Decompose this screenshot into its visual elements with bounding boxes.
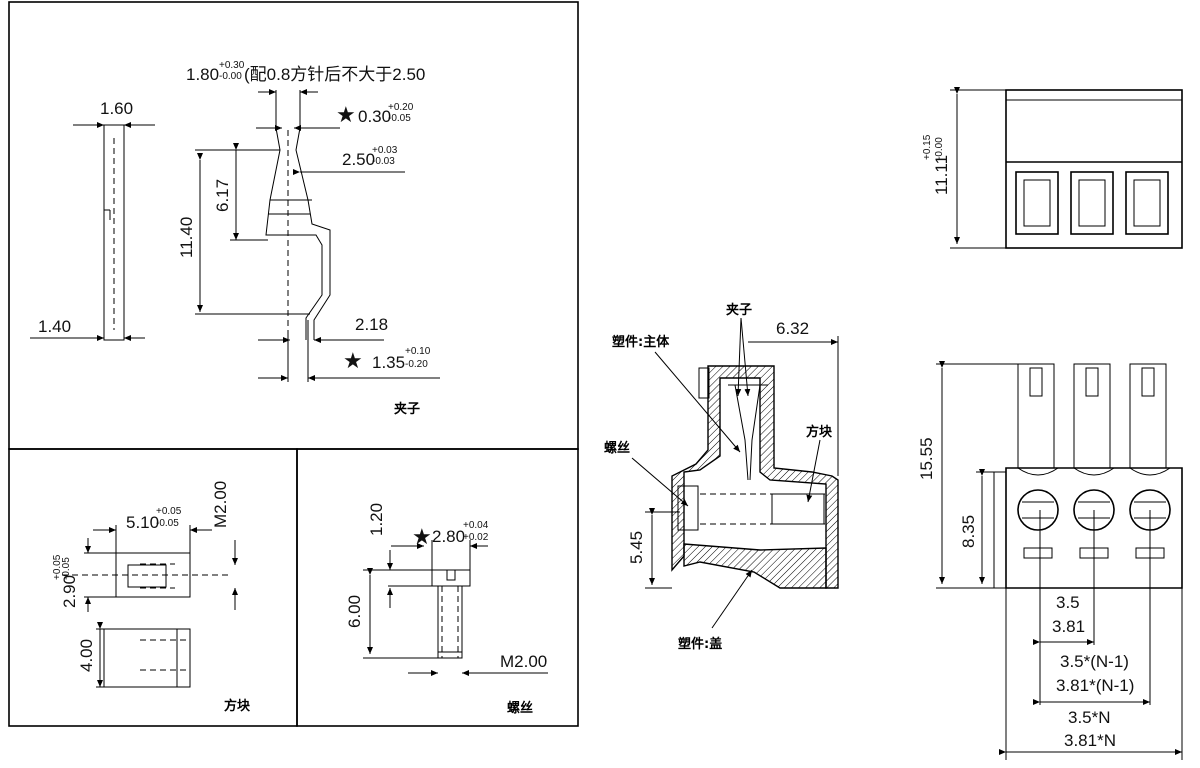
- clip-dim-thickness: 0.30: [358, 107, 391, 126]
- clip-title: 夹子: [394, 401, 420, 417]
- clip-dim-135-tol-dn: -0.20: [405, 359, 428, 370]
- clip-dim-top-tol-dn: -0.00: [219, 71, 242, 82]
- clip-side-view: [103, 124, 125, 341]
- block-dim-w-tol-dn: -0.05: [156, 518, 179, 529]
- front-view-drawing: [936, 361, 1183, 760]
- panel-frames: [8, 1, 579, 727]
- block-dim-thread: M2.00: [211, 481, 230, 528]
- section-cover: [683, 543, 827, 589]
- top-view-drawing: [950, 87, 1183, 249]
- section-dim-height: 5.45: [627, 531, 646, 564]
- clip-dim-135-tol-up: +0.10: [405, 346, 431, 357]
- block-dim-w-tol-up: +0.05: [156, 506, 182, 517]
- front-pitch-1: 3.5: [1056, 593, 1080, 612]
- clip-dim-top-note: (配0.8方针后不大于2.50: [244, 65, 425, 84]
- block-dim-h: 2.90: [60, 575, 79, 608]
- section-block: [771, 493, 825, 525]
- screw-dim-len: 6.00: [345, 595, 364, 628]
- front-pin-1: [1017, 363, 1055, 469]
- block-dim-h-tol-dn: -0.05: [61, 557, 72, 580]
- section-label-clip: 夹子: [726, 302, 752, 318]
- clip-dim-mid: 6.17: [213, 179, 232, 212]
- clip-profile: [265, 127, 331, 340]
- clip-dim-135: 1.35: [372, 353, 405, 372]
- clip-dim-top-tol-up: +0.30: [219, 60, 245, 71]
- clip-dim-width-tol-dn: -0.03: [372, 156, 395, 167]
- screw-panel-frame: [296, 448, 579, 727]
- screw-dim-head: 1.20: [367, 503, 386, 536]
- front-pin-2: [1073, 363, 1111, 469]
- screw-dim-dia-tol-up: +0.04: [463, 520, 489, 531]
- block-side-view: [103, 628, 191, 688]
- section-label-body: 塑件:主体: [612, 334, 670, 350]
- top-dim-h-tol-dn: -0.00: [934, 137, 945, 160]
- block-dim-w: 5.10: [126, 513, 159, 532]
- clip-dim-side-bottom: 1.40: [38, 317, 71, 336]
- block-title: 方块: [224, 698, 251, 714]
- top-view-slots: [1015, 171, 1169, 235]
- screw-dim-thread: M2.00: [500, 652, 547, 671]
- screw-star: ★: [412, 524, 432, 549]
- front-pitch-n1-a: 3.5*(N-1): [1060, 652, 1129, 671]
- screw-title: 螺丝: [507, 700, 533, 716]
- screw-dim-dia-tol-dn: +0.02: [463, 532, 489, 543]
- screw-drawing: [363, 540, 548, 676]
- block-dim-depth: 4.00: [77, 639, 96, 672]
- front-pitch-n-b: 3.81*N: [1064, 731, 1116, 750]
- clip-dim-thickness-tol-up: +0.20: [388, 102, 414, 113]
- block-drawing: [62, 525, 238, 688]
- clip-drawing: [30, 89, 440, 382]
- clip-dim-218: 2.18: [355, 315, 388, 334]
- section-clip: [734, 384, 761, 481]
- screw-dim-dia: 2.80: [432, 527, 465, 546]
- top-dim-h: 11.11: [932, 155, 951, 195]
- front-dim-body-h: 8.35: [959, 515, 978, 548]
- top-dim-h-tol-up: +0.15: [922, 134, 933, 160]
- screw-head: [431, 569, 471, 587]
- clip-star-1: ★: [336, 102, 356, 127]
- section-drawing: [631, 317, 839, 629]
- clip-dim-top: 1.80: [186, 65, 219, 84]
- front-pitch-n-a: 3.5*N: [1068, 708, 1111, 727]
- section-dim-width: 6.32: [776, 319, 809, 338]
- block-dim-h-tol-up: +0.05: [52, 554, 63, 580]
- front-pitch-2: 3.81: [1052, 617, 1085, 636]
- clip-dim-height: 11.40: [177, 217, 196, 258]
- clip-star-2: ★: [343, 348, 363, 373]
- top-view-outline: [1005, 89, 1183, 249]
- front-pin-3: [1129, 363, 1167, 469]
- section-label-block: 方块: [806, 424, 833, 440]
- screw-shank: [437, 585, 463, 659]
- clip-dim-width: 2.50: [342, 150, 375, 169]
- clip-dim-thickness-tol-dn: -0.05: [388, 113, 411, 124]
- section-label-screw: 螺丝: [604, 440, 630, 456]
- clip-dim-side-top: 1.60: [100, 99, 133, 118]
- section-label-cover: 塑件:盖: [678, 636, 722, 652]
- front-dim-total-h: 15.55: [917, 437, 936, 480]
- front-pitch-n1-b: 3.81*(N-1): [1056, 676, 1134, 695]
- clip-dim-width-tol-up: +0.03: [372, 145, 398, 156]
- section-screw: [677, 485, 699, 531]
